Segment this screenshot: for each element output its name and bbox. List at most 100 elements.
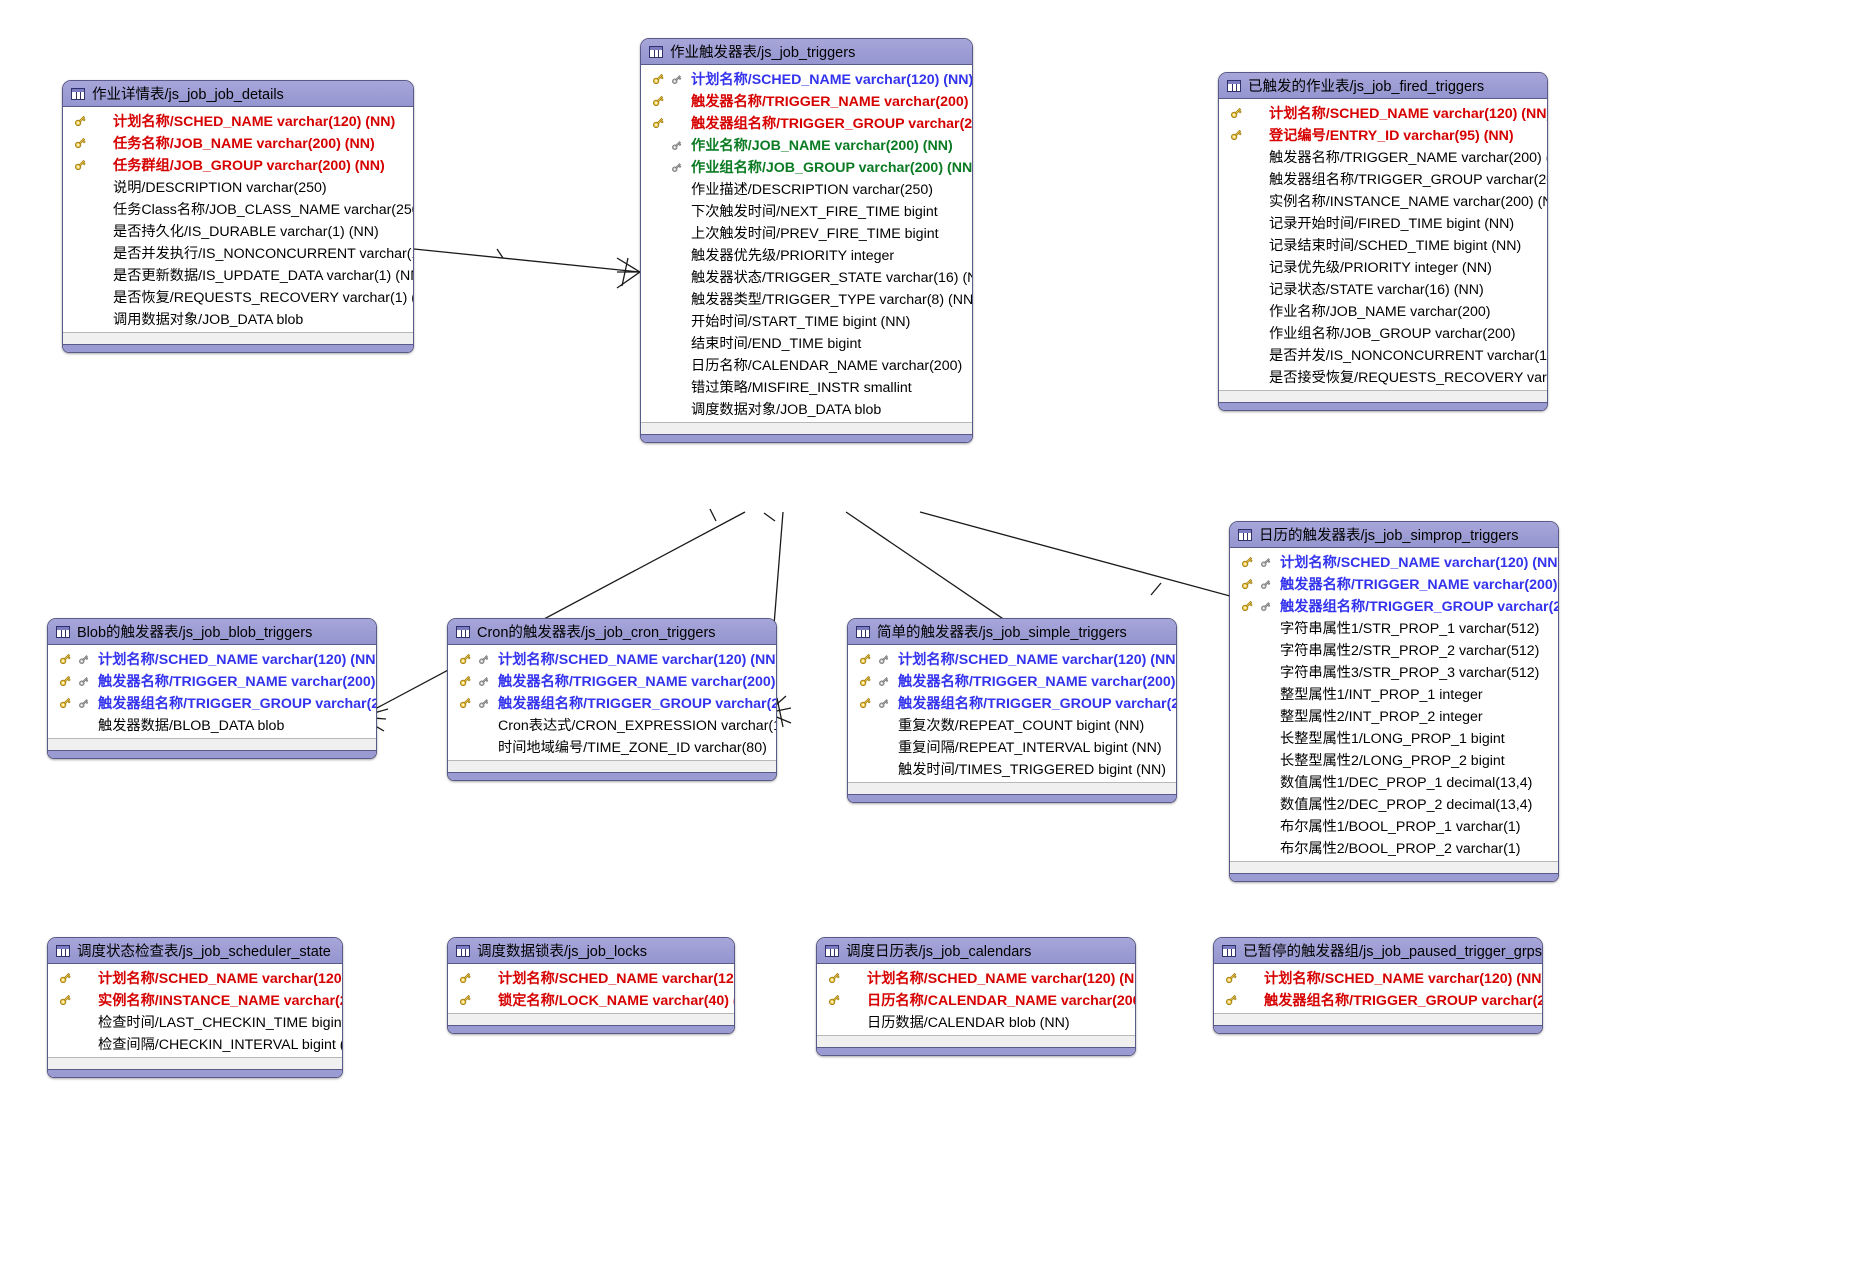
entity-job_triggers[interactable]: 作业触发器表/js_job_triggers 计划名称/SCHED_NAME va… — [640, 38, 973, 443]
attribute-row[interactable]: Cron表达式/CRON_EXPRESSION varchar(120) (NN… — [448, 714, 776, 736]
attribute-row[interactable]: 整型属性2/INT_PROP_2 integer — [1230, 705, 1558, 727]
entity-simprop_triggers[interactable]: 日历的触发器表/js_job_simprop_triggers 计划名称/SCHE… — [1229, 521, 1559, 882]
attribute-row[interactable]: 重复次数/REPEAT_COUNT bigint (NN) — [848, 714, 1176, 736]
attribute-row[interactable]: 检查间隔/CHECKIN_INTERVAL bigint (NN) — [48, 1033, 342, 1055]
attribute-row[interactable]: 任务Class名称/JOB_CLASS_NAME varchar(250) (N… — [63, 198, 413, 220]
attribute-row[interactable]: 布尔属性1/BOOL_PROP_1 varchar(1) — [1230, 815, 1558, 837]
attribute-row[interactable]: 布尔属性2/BOOL_PROP_2 varchar(1) — [1230, 837, 1558, 859]
attribute-row[interactable]: 记录状态/STATE varchar(16) (NN) — [1219, 278, 1547, 300]
attribute-row[interactable]: 日历名称/CALENDAR_NAME varchar(200) — [641, 354, 972, 376]
attribute-row[interactable]: 任务群组/JOB_GROUP varchar(200) (NN) — [63, 154, 413, 176]
entity-fired_triggers[interactable]: 已触发的作业表/js_job_fired_triggers 计划名称/SCHED_… — [1218, 72, 1548, 411]
attribute-row[interactable]: 字符串属性1/STR_PROP_1 varchar(512) — [1230, 617, 1558, 639]
attribute-row[interactable]: 计划名称/SCHED_NAME varchar(120) (NN) — [817, 967, 1135, 989]
attribute-row[interactable]: 触发器组名称/TRIGGER_GROUP varchar(200) (NN) — [1214, 989, 1542, 1011]
attribute-row[interactable]: 触发器类型/TRIGGER_TYPE varchar(8) (NN) — [641, 288, 972, 310]
attribute-row[interactable]: 触发器数据/BLOB_DATA blob — [48, 714, 376, 736]
attribute-row[interactable]: 记录优先级/PRIORITY integer (NN) — [1219, 256, 1547, 278]
attribute-row[interactable]: 字符串属性3/STR_PROP_3 varchar(512) — [1230, 661, 1558, 683]
attribute-row[interactable]: 触发器状态/TRIGGER_STATE varchar(16) (NN) — [641, 266, 972, 288]
attribute-row[interactable]: 触发器优先级/PRIORITY integer — [641, 244, 972, 266]
attribute-row[interactable]: 计划名称/SCHED_NAME varchar(120) (NN) — [63, 110, 413, 132]
attribute-row[interactable]: 错过策略/MISFIRE_INSTR smallint — [641, 376, 972, 398]
attribute-row[interactable]: 触发时间/TIMES_TRIGGERED bigint (NN) — [848, 758, 1176, 780]
attribute-row[interactable]: 作业描述/DESCRIPTION varchar(250) — [641, 178, 972, 200]
entity-header-fired_triggers[interactable]: 已触发的作业表/js_job_fired_triggers — [1219, 73, 1547, 99]
attribute-row[interactable]: 长整型属性2/LONG_PROP_2 bigint — [1230, 749, 1558, 771]
attribute-row[interactable]: 计划名称/SCHED_NAME varchar(120) (NN) — [48, 967, 342, 989]
attribute-row[interactable]: 计划名称/SCHED_NAME varchar(120) (NN) — [48, 648, 376, 670]
attribute-row[interactable]: 登记编号/ENTRY_ID varchar(95) (NN) — [1219, 124, 1547, 146]
attribute-row[interactable]: 是否持久化/IS_DURABLE varchar(1) (NN) — [63, 220, 413, 242]
attribute-row[interactable]: 是否并发/IS_NONCONCURRENT varchar(1) — [1219, 344, 1547, 366]
attribute-row[interactable]: 作业组名称/JOB_GROUP varchar(200) (NN) — [641, 156, 972, 178]
entity-cron_triggers[interactable]: Cron的触发器表/js_job_cron_triggers 计划名称/SCHED… — [447, 618, 777, 781]
attribute-row[interactable]: 整型属性1/INT_PROP_1 integer — [1230, 683, 1558, 705]
attribute-row[interactable]: 触发器组名称/TRIGGER_GROUP varchar(200) (NN) — [641, 112, 972, 134]
attribute-row[interactable]: 数值属性2/DEC_PROP_2 decimal(13,4) — [1230, 793, 1558, 815]
entity-header-calendars[interactable]: 调度日历表/js_job_calendars — [817, 938, 1135, 964]
entity-header-cron_triggers[interactable]: Cron的触发器表/js_job_cron_triggers — [448, 619, 776, 645]
attribute-row[interactable]: 触发器名称/TRIGGER_NAME varchar(200) (NN) — [1230, 573, 1558, 595]
entity-blob_triggers[interactable]: Blob的触发器表/js_job_blob_triggers 计划名称/SCHED… — [47, 618, 377, 759]
attribute-row[interactable]: 调用数据对象/JOB_DATA blob — [63, 308, 413, 330]
attribute-row[interactable]: 长整型属性1/LONG_PROP_1 bigint — [1230, 727, 1558, 749]
attribute-row[interactable]: 日历数据/CALENDAR blob (NN) — [817, 1011, 1135, 1033]
entity-header-job_details[interactable]: 作业详情表/js_job_job_details — [63, 81, 413, 107]
attribute-row[interactable]: 计划名称/SCHED_NAME varchar(120) (NN) — [641, 68, 972, 90]
attribute-row[interactable]: 触发器组名称/TRIGGER_GROUP varchar(200) (NN) — [1230, 595, 1558, 617]
entity-locks[interactable]: 调度数据锁表/js_job_locks 计划名称/SCHED_NAME varch… — [447, 937, 735, 1034]
entity-paused_trigger_grps[interactable]: 已暂停的触发器组/js_job_paused_trigger_grps 计划名称/… — [1213, 937, 1543, 1034]
attribute-row[interactable]: 计划名称/SCHED_NAME varchar(120) (NN) — [448, 648, 776, 670]
entity-scheduler_state[interactable]: 调度状态检查表/js_job_scheduler_state 计划名称/SCHED… — [47, 937, 343, 1078]
entity-header-paused_trigger_grps[interactable]: 已暂停的触发器组/js_job_paused_trigger_grps — [1214, 938, 1542, 964]
attribute-row[interactable]: 日历名称/CALENDAR_NAME varchar(200) (NN) — [817, 989, 1135, 1011]
attribute-row[interactable]: 下次触发时间/NEXT_FIRE_TIME bigint — [641, 200, 972, 222]
attribute-row[interactable]: 计划名称/SCHED_NAME varchar(120) (NN) — [848, 648, 1176, 670]
attribute-row[interactable]: 调度数据对象/JOB_DATA blob — [641, 398, 972, 420]
attribute-row[interactable]: 触发器名称/TRIGGER_NAME varchar(200) (NN) — [1219, 146, 1547, 168]
entity-header-scheduler_state[interactable]: 调度状态检查表/js_job_scheduler_state — [48, 938, 342, 964]
attribute-row[interactable]: 是否接受恢复/REQUESTS_RECOVERY varchar(1) — [1219, 366, 1547, 388]
attribute-row[interactable]: 是否更新数据/IS_UPDATE_DATA varchar(1) (NN) — [63, 264, 413, 286]
attribute-row[interactable]: 时间地域编号/TIME_ZONE_ID varchar(80) — [448, 736, 776, 758]
attribute-row[interactable]: 计划名称/SCHED_NAME varchar(120) (NN) — [1230, 551, 1558, 573]
attribute-row[interactable]: 实例名称/INSTANCE_NAME varchar(200) (NN) — [1219, 190, 1547, 212]
attribute-row[interactable]: 数值属性1/DEC_PROP_1 decimal(13,4) — [1230, 771, 1558, 793]
entity-calendars[interactable]: 调度日历表/js_job_calendars 计划名称/SCHED_NAME va… — [816, 937, 1136, 1056]
attribute-row[interactable]: 作业名称/JOB_NAME varchar(200) — [1219, 300, 1547, 322]
attribute-row[interactable]: 触发器名称/TRIGGER_NAME varchar(200) (NN) — [448, 670, 776, 692]
attribute-row[interactable]: 触发器组名称/TRIGGER_GROUP varchar(200) (NN) — [448, 692, 776, 714]
attribute-row[interactable]: 任务名称/JOB_NAME varchar(200) (NN) — [63, 132, 413, 154]
attribute-row[interactable]: 记录结束时间/SCHED_TIME bigint (NN) — [1219, 234, 1547, 256]
attribute-row[interactable]: 触发器组名称/TRIGGER_GROUP varchar(200) (NN) — [848, 692, 1176, 714]
attribute-row[interactable]: 计划名称/SCHED_NAME varchar(120) (NN) — [448, 967, 734, 989]
entity-header-locks[interactable]: 调度数据锁表/js_job_locks — [448, 938, 734, 964]
entity-header-job_triggers[interactable]: 作业触发器表/js_job_triggers — [641, 39, 972, 65]
attribute-row[interactable]: 作业名称/JOB_NAME varchar(200) (NN) — [641, 134, 972, 156]
entity-header-simprop_triggers[interactable]: 日历的触发器表/js_job_simprop_triggers — [1230, 522, 1558, 548]
attribute-row[interactable]: 实例名称/INSTANCE_NAME varchar(200) (NN) — [48, 989, 342, 1011]
attribute-row[interactable]: 字符串属性2/STR_PROP_2 varchar(512) — [1230, 639, 1558, 661]
attribute-row[interactable]: 触发器组名称/TRIGGER_GROUP varchar(200) (NN) — [1219, 168, 1547, 190]
attribute-row[interactable]: 是否并发执行/IS_NONCONCURRENT varchar(1) (NN) — [63, 242, 413, 264]
attribute-row[interactable]: 重复间隔/REPEAT_INTERVAL bigint (NN) — [848, 736, 1176, 758]
entity-header-simple_triggers[interactable]: 简单的触发器表/js_job_simple_triggers — [848, 619, 1176, 645]
attribute-row[interactable]: 触发器名称/TRIGGER_NAME varchar(200) (NN) — [848, 670, 1176, 692]
attribute-row[interactable]: 是否恢复/REQUESTS_RECOVERY varchar(1) (NN) — [63, 286, 413, 308]
attribute-row[interactable]: 触发器组名称/TRIGGER_GROUP varchar(200) (NN) — [48, 692, 376, 714]
attribute-row[interactable]: 锁定名称/LOCK_NAME varchar(40) (NN) — [448, 989, 734, 1011]
attribute-row[interactable]: 计划名称/SCHED_NAME varchar(120) (NN) — [1219, 102, 1547, 124]
attribute-row[interactable]: 触发器名称/TRIGGER_NAME varchar(200) (NN) — [641, 90, 972, 112]
attribute-row[interactable]: 计划名称/SCHED_NAME varchar(120) (NN) — [1214, 967, 1542, 989]
attribute-row[interactable]: 记录开始时间/FIRED_TIME bigint (NN) — [1219, 212, 1547, 234]
entity-simple_triggers[interactable]: 简单的触发器表/js_job_simple_triggers 计划名称/SCHED… — [847, 618, 1177, 803]
attribute-row[interactable]: 检查时间/LAST_CHECKIN_TIME bigint (NN) — [48, 1011, 342, 1033]
attribute-row[interactable]: 说明/DESCRIPTION varchar(250) — [63, 176, 413, 198]
attribute-row[interactable]: 结束时间/END_TIME bigint — [641, 332, 972, 354]
attribute-row[interactable]: 开始时间/START_TIME bigint (NN) — [641, 310, 972, 332]
attribute-row[interactable]: 触发器名称/TRIGGER_NAME varchar(200) (NN) — [48, 670, 376, 692]
entity-job_details[interactable]: 作业详情表/js_job_job_details 计划名称/SCHED_NAME … — [62, 80, 414, 353]
entity-header-blob_triggers[interactable]: Blob的触发器表/js_job_blob_triggers — [48, 619, 376, 645]
attribute-row[interactable]: 上次触发时间/PREV_FIRE_TIME bigint — [641, 222, 972, 244]
